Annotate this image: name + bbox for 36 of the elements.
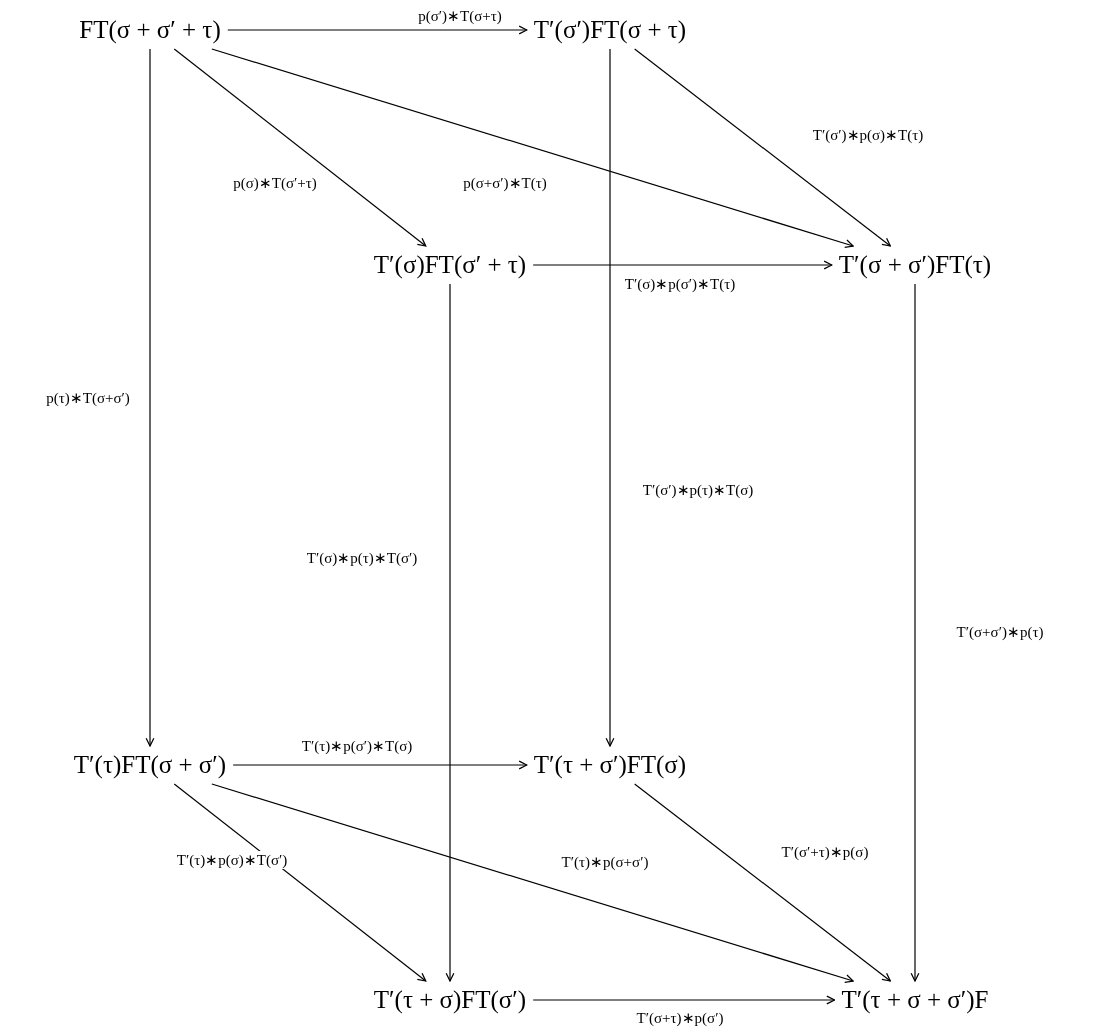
edge-label: T′(σ′)∗p(τ)∗T(σ) — [640, 481, 756, 499]
math-expression: T′(τ + σ)FT(σ′) — [369, 984, 531, 1016]
arrow — [232, 760, 528, 770]
arrow — [634, 48, 891, 247]
arrow — [227, 25, 528, 35]
math-expression: T′(σ + σ′)FT(τ) — [834, 249, 996, 281]
math-expression: FT(σ + σ′ + τ) — [75, 14, 225, 46]
math-expression: T′(σ)FT(σ′ + τ) — [369, 249, 531, 281]
edge-label: T′(σ)∗p(σ′)∗T(τ) — [622, 275, 738, 293]
arrow — [910, 283, 920, 982]
arrow — [532, 995, 836, 1005]
math-expression: T′(σ′)FT(σ + τ) — [529, 14, 691, 46]
arrow — [173, 783, 427, 982]
edge-label: T′(σ)∗p(τ)∗T(σ′) — [304, 549, 420, 567]
edge-label: T′(σ+σ′)∗p(τ) — [954, 623, 1046, 641]
arrow — [532, 260, 833, 270]
arrow — [445, 283, 455, 982]
arrow — [173, 48, 427, 247]
math-expression: T′(τ)FT(σ + σ′) — [69, 749, 231, 781]
arrow — [605, 48, 615, 747]
edge-label: p(σ′)∗T(σ+τ) — [416, 7, 504, 25]
edge-label: T′(τ)∗p(σ+σ′) — [559, 853, 651, 871]
edge-label: p(σ)∗T(σ′+τ) — [231, 174, 319, 192]
math-expression: T′(τ + σ′)FT(σ) — [529, 749, 691, 781]
arrow — [145, 48, 155, 747]
edge-label: T′(σ+τ)∗p(σ′) — [634, 1009, 726, 1027]
arrow — [211, 48, 854, 249]
edge-label: p(σ+σ′)∗T(τ) — [461, 174, 549, 192]
arrow — [211, 783, 854, 984]
edge-label: T′(τ)∗p(σ)∗T(σ′) — [174, 851, 290, 869]
edge-label: T′(σ′+τ)∗p(σ) — [779, 843, 871, 861]
math-expression: T′(τ + σ + σ′)F — [837, 984, 993, 1016]
edge-label: T′(τ)∗p(σ′)∗T(σ) — [299, 737, 415, 755]
edge-label: T′(σ′)∗p(σ)∗T(τ) — [810, 126, 926, 144]
arrow — [634, 783, 891, 982]
edge-label: p(τ)∗T(σ+σ′) — [44, 389, 132, 407]
